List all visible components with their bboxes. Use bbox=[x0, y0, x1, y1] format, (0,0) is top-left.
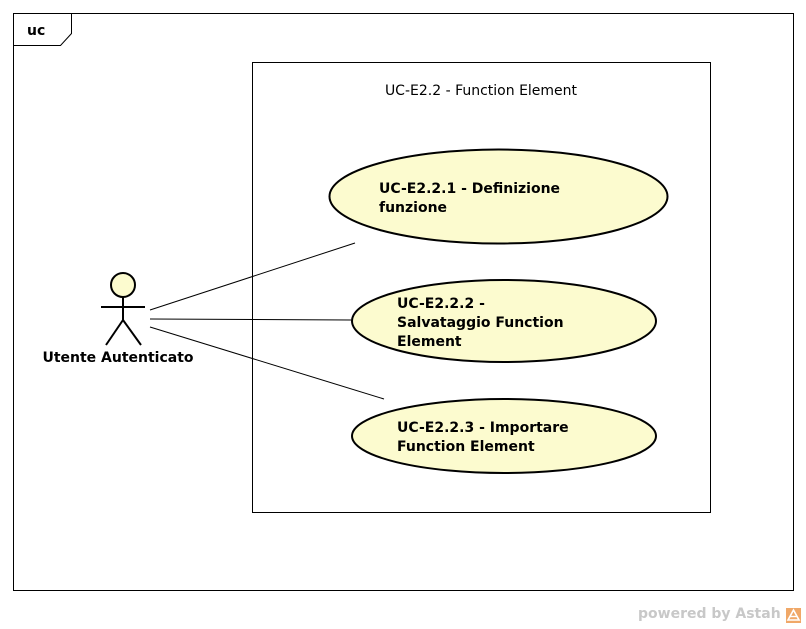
frame-label: uc bbox=[27, 23, 45, 39]
astah-logo-icon bbox=[786, 608, 801, 623]
use-case-shape bbox=[328, 148, 669, 245]
use-case-label-line: Function Element bbox=[397, 439, 535, 455]
system-boundary-title: UC-E2.2 - Function Element bbox=[385, 83, 578, 99]
actor-label: Utente Autenticato bbox=[42, 350, 193, 366]
association-uc3 bbox=[149, 326, 385, 400]
actor-right-leg bbox=[122, 319, 142, 346]
use-case-label: UC-E2.2.2 - Salvataggio Function Element bbox=[397, 296, 568, 350]
use-case-label: UC-E2.2.1 - Definizione funzione bbox=[379, 181, 565, 216]
use-case-label-line: funzione bbox=[379, 200, 447, 216]
actor-utente-autenticato[interactable]: Utente Autenticato bbox=[42, 272, 194, 366]
use-case-label-line: UC-E2.2.1 - Definizione bbox=[379, 181, 560, 197]
use-case-shape bbox=[351, 398, 657, 474]
astah-watermark: powered by Astah bbox=[638, 606, 781, 622]
use-case-e2-2-2[interactable]: UC-E2.2.2 - Salvataggio Function Element bbox=[351, 279, 657, 363]
association-uc1 bbox=[149, 242, 356, 311]
use-case-label-line: Salvataggio Function bbox=[397, 315, 564, 331]
use-case-e2-2-1[interactable]: UC-E2.2.1 - Definizione funzione bbox=[328, 148, 669, 245]
use-case-label-line: Element bbox=[397, 334, 462, 350]
use-case-label-line: UC-E2.2.2 - bbox=[397, 296, 485, 312]
frame-label-tab bbox=[13, 13, 72, 46]
use-case-e2-2-3[interactable]: UC-E2.2.3 - Importare Function Element bbox=[351, 398, 657, 474]
use-case-label-line: UC-E2.2.3 - Importare bbox=[397, 420, 569, 436]
association-uc2 bbox=[149, 318, 352, 321]
actor-head bbox=[110, 272, 136, 298]
actor-left-leg bbox=[105, 319, 124, 346]
use-case-label: UC-E2.2.3 - Importare Function Element bbox=[397, 420, 574, 455]
use-case-shape bbox=[351, 279, 657, 363]
